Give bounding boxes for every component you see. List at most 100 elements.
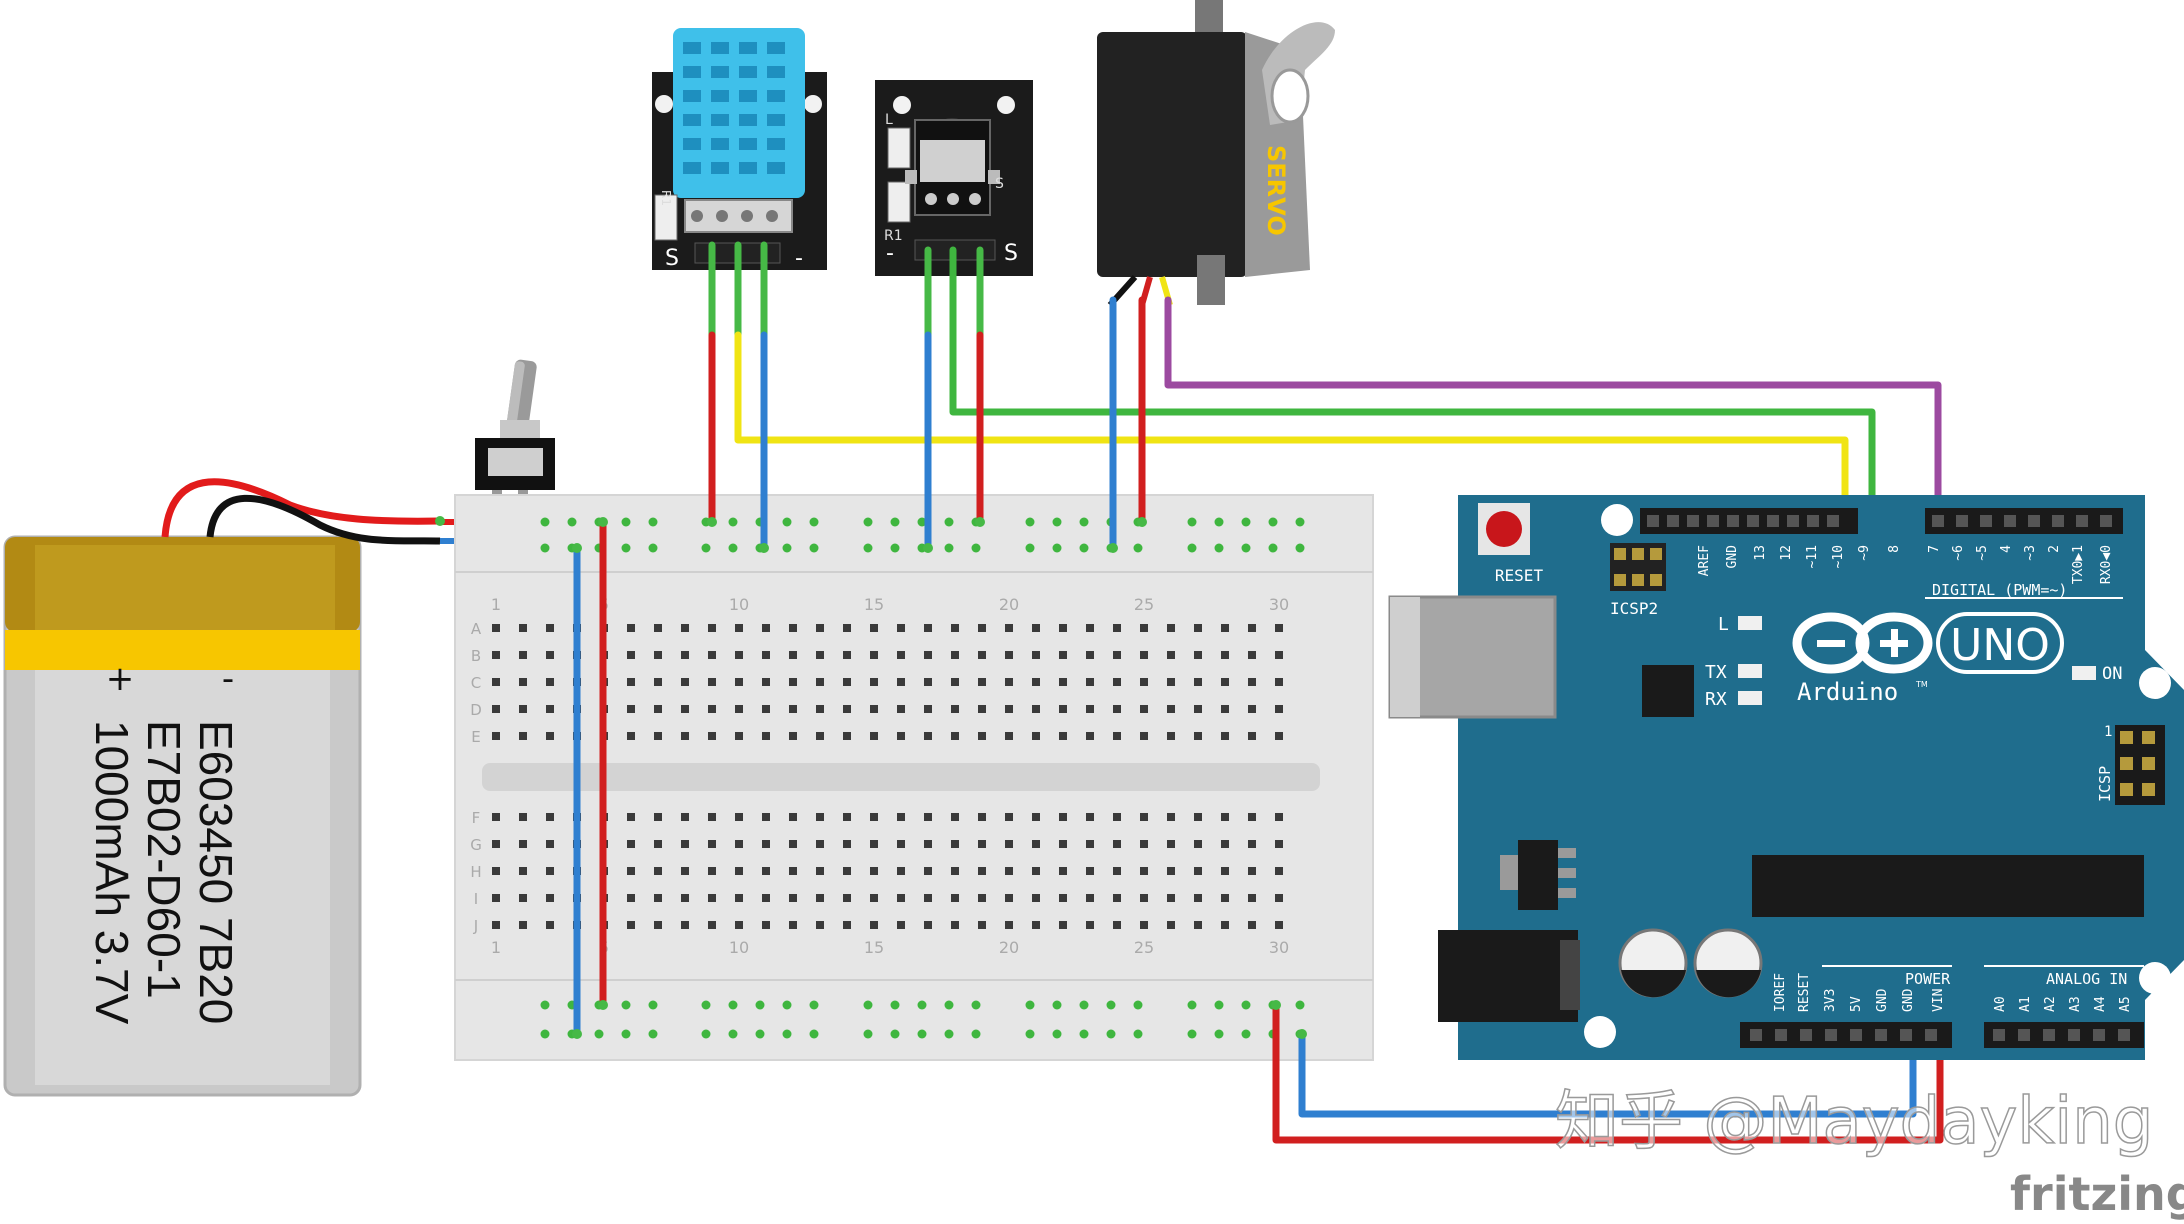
rail-hole bbox=[863, 1000, 873, 1010]
dht-s-label: S bbox=[665, 246, 679, 271]
battery-plus-sign: + bbox=[106, 659, 135, 699]
zhihu-watermark: 知乎 @Maydayking bbox=[1555, 1085, 2153, 1159]
breadboard-hole bbox=[1059, 705, 1067, 713]
rail-hole bbox=[1187, 1029, 1197, 1039]
breadboard-hole bbox=[978, 921, 986, 929]
breadboard-hole bbox=[1140, 813, 1148, 821]
breadboard-hole bbox=[492, 732, 500, 740]
rail-hole bbox=[648, 1029, 658, 1039]
breadboard-hole bbox=[789, 894, 797, 902]
breadboard-hole bbox=[1248, 651, 1256, 659]
breadboard-hole bbox=[1275, 678, 1283, 686]
digital-pin-label: 12 bbox=[1779, 545, 1794, 561]
breadboard-hole bbox=[762, 732, 770, 740]
breadboard-hole bbox=[789, 732, 797, 740]
power-pin-label: 3V3 bbox=[1823, 989, 1838, 1012]
lipo-battery: + - E603450 7B20 E7B02-D60-1 1000mAh 3.7… bbox=[3, 478, 441, 1097]
breadboard-hole bbox=[1032, 732, 1040, 740]
rail-hole bbox=[1079, 517, 1089, 527]
analog-pin-label: A4 bbox=[2093, 996, 2108, 1012]
breadboard-hole bbox=[492, 651, 500, 659]
breadboard-hole bbox=[1167, 705, 1175, 713]
breadboard-hole bbox=[654, 732, 662, 740]
breadboard-hole bbox=[546, 840, 554, 848]
breadboard-hole bbox=[654, 651, 662, 659]
dht-r1-label: R1 bbox=[659, 190, 673, 206]
rail-hole bbox=[1214, 543, 1224, 553]
analog-pin-label: A2 bbox=[2043, 996, 2058, 1012]
analog-pin-label: A5 bbox=[2118, 996, 2133, 1012]
rail-hole bbox=[1295, 543, 1305, 553]
rail-hole bbox=[1214, 517, 1224, 527]
rail-hole bbox=[648, 543, 658, 553]
breadboard-hole bbox=[1032, 624, 1040, 632]
column-number-top: 25 bbox=[1134, 595, 1154, 614]
rail-hole bbox=[621, 1029, 631, 1039]
rail-hole bbox=[1025, 517, 1035, 527]
wires bbox=[572, 241, 1944, 1144]
breadboard-hole bbox=[1059, 867, 1067, 875]
rail-hole bbox=[1241, 517, 1251, 527]
breadboard-hole bbox=[1221, 894, 1229, 902]
grille-slot bbox=[767, 114, 785, 126]
header-pin bbox=[1827, 515, 1839, 527]
breadboard-hole bbox=[1275, 921, 1283, 929]
rail-hole bbox=[1187, 1000, 1197, 1010]
wire-gnd-blue bbox=[1298, 1030, 1917, 1118]
breadboard-hole bbox=[1167, 894, 1175, 902]
breadboard-hole bbox=[1167, 732, 1175, 740]
breadboard-hole bbox=[816, 894, 824, 902]
power-pin-label: IOREF bbox=[1773, 973, 1788, 1012]
breadboard-hole bbox=[978, 867, 986, 875]
header-pin bbox=[1800, 1029, 1812, 1041]
breadboard-hole bbox=[1113, 705, 1121, 713]
rail-hole bbox=[971, 543, 981, 553]
breadboard-hole bbox=[1005, 867, 1013, 875]
breadboard-hole bbox=[870, 624, 878, 632]
breadboard-hole bbox=[627, 840, 635, 848]
row-letter: J bbox=[473, 917, 478, 935]
rail-hole bbox=[1133, 1000, 1143, 1010]
digital-pwm-label: DIGITAL (PWM=~) bbox=[1932, 581, 2067, 599]
grille-slot bbox=[711, 114, 729, 126]
rail-hole bbox=[1133, 1029, 1143, 1039]
breadboard-hole bbox=[762, 813, 770, 821]
battery-minus-sign: - bbox=[222, 659, 234, 699]
rail-hole bbox=[917, 1000, 927, 1010]
rail-hole bbox=[701, 1029, 711, 1039]
rail-hole bbox=[1052, 543, 1062, 553]
grille-slot bbox=[767, 162, 785, 174]
grille-slot bbox=[711, 66, 729, 78]
breadboard-hole bbox=[1086, 705, 1094, 713]
power-pin-label: RESET bbox=[1797, 973, 1812, 1012]
breadboard-hole bbox=[681, 678, 689, 686]
breadboard-hole bbox=[1140, 921, 1148, 929]
grille-slot bbox=[711, 90, 729, 102]
breadboard-hole bbox=[627, 894, 635, 902]
header-pin bbox=[1687, 515, 1699, 527]
breadboard-hole bbox=[816, 867, 824, 875]
breadboard-hole bbox=[789, 624, 797, 632]
breadboard-hole bbox=[627, 732, 635, 740]
breadboard-hole bbox=[762, 651, 770, 659]
breadboard-hole bbox=[1194, 705, 1202, 713]
rail-hole bbox=[621, 543, 631, 553]
header-pin bbox=[2052, 515, 2064, 527]
breadboard-hole bbox=[1005, 624, 1013, 632]
breadboard-hole bbox=[708, 894, 716, 902]
rail-hole bbox=[1295, 517, 1305, 527]
breadboard-hole bbox=[816, 732, 824, 740]
grille-slot bbox=[739, 114, 757, 126]
breadboard-hole bbox=[1005, 894, 1013, 902]
breadboard-hole bbox=[762, 624, 770, 632]
breadboard-hole bbox=[519, 867, 527, 875]
breadboard-hole bbox=[1221, 867, 1229, 875]
breadboard-hole bbox=[681, 651, 689, 659]
rail-hole bbox=[728, 1000, 738, 1010]
breadboard-hole bbox=[897, 651, 905, 659]
digital-pin-label: RX0◀0 bbox=[2099, 545, 2114, 584]
breadboard-hole bbox=[1248, 894, 1256, 902]
breadboard-hole bbox=[978, 894, 986, 902]
